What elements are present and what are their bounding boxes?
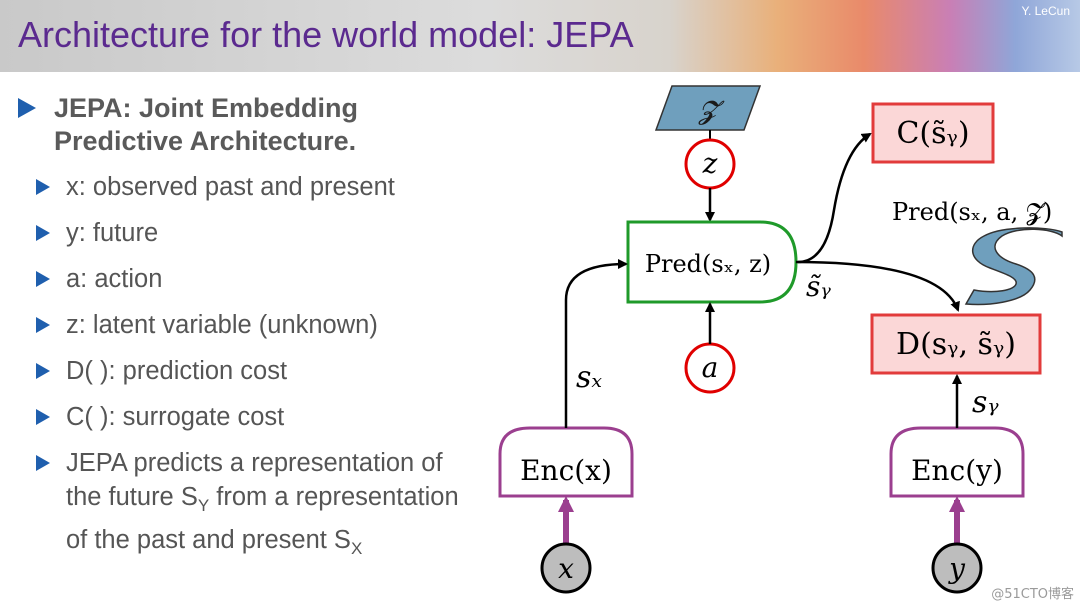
list-item-text: C( ): surrogate cost — [66, 403, 285, 431]
s-x-label: sₓ — [576, 360, 602, 395]
pred-label: Pred(sₓ, a, 𝓩) — [892, 198, 1052, 226]
encoder-y-label: Enc(y) — [911, 454, 1003, 487]
predictor-box: Pred(sₓ, z) — [626, 220, 798, 304]
list-item-text: a: action — [66, 265, 163, 293]
main-bullet: JEPA: Joint Embedding Predictive Archite… — [14, 92, 484, 158]
bullet-list: JEPA: Joint Embedding Predictive Archite… — [14, 92, 484, 566]
bullet-arrow-icon — [36, 363, 50, 379]
encoder-y: Enc(y) — [889, 426, 1025, 498]
main-bullet-text: JEPA: Joint Embedding Predictive Archite… — [54, 93, 359, 156]
bullet-arrow-icon — [36, 225, 50, 241]
y-input-node: y — [931, 542, 983, 594]
y-node-label: y — [947, 552, 966, 585]
s-tilde-label: s̃ᵧ — [806, 270, 831, 303]
s-y-label: sᵧ — [972, 385, 999, 420]
list-item-text: JEPA predicts a representation of the fu… — [66, 449, 459, 558]
a-node-label: a — [702, 351, 719, 384]
cost-d-box: D(sᵧ, s̃ᵧ) — [870, 313, 1042, 375]
x-input-node: x — [540, 542, 592, 594]
x-node-label: x — [558, 552, 574, 585]
slide-header: Architecture for the world model: JEPA Y… — [0, 0, 1080, 72]
z-node: z — [684, 138, 736, 190]
author-label: Y. LeCun — [1021, 4, 1071, 18]
list-item-text: z: latent variable (unknown) — [66, 311, 378, 339]
predictor-label: Pred(sₓ, z) — [645, 250, 771, 278]
encoder-x: Enc(x) — [498, 426, 634, 498]
list-item: z: latent variable (unknown) — [14, 308, 484, 342]
cost-c-box: C(s̃ᵧ) — [871, 102, 995, 164]
bullet-arrow-icon — [18, 98, 36, 118]
list-item: x: observed past and present — [14, 170, 484, 204]
list-item: JEPA predicts a representation of the fu… — [14, 446, 484, 566]
encoder-x-label: Enc(x) — [520, 454, 612, 487]
s-shape-icon — [964, 227, 1063, 306]
list-item-text: x: observed past and present — [66, 173, 395, 201]
list-item: C( ): surrogate cost — [14, 400, 484, 434]
cost-d-label: D(sᵧ, s̃ᵧ) — [896, 327, 1016, 362]
list-item: D( ): prediction cost — [14, 354, 484, 388]
cost-c-label: C(s̃ᵧ) — [896, 116, 969, 151]
list-item-text: D( ): prediction cost — [66, 357, 288, 385]
bullet-arrow-icon — [36, 179, 50, 195]
slide-title: Architecture for the world model: JEPA — [18, 14, 634, 55]
list-item: a: action — [14, 262, 484, 296]
bullet-arrow-icon — [36, 409, 50, 425]
watermark: @51CTO博客 — [991, 587, 1074, 602]
list-item: y: future — [14, 216, 484, 250]
z-node-label: z — [702, 147, 718, 180]
bullet-arrow-icon — [36, 271, 50, 287]
list-item-text: y: future — [66, 219, 159, 247]
bullet-arrow-icon — [36, 317, 50, 333]
bullet-arrow-icon — [36, 455, 50, 471]
a-node: a — [684, 342, 736, 394]
latent-set: 𝓩 — [654, 85, 762, 131]
